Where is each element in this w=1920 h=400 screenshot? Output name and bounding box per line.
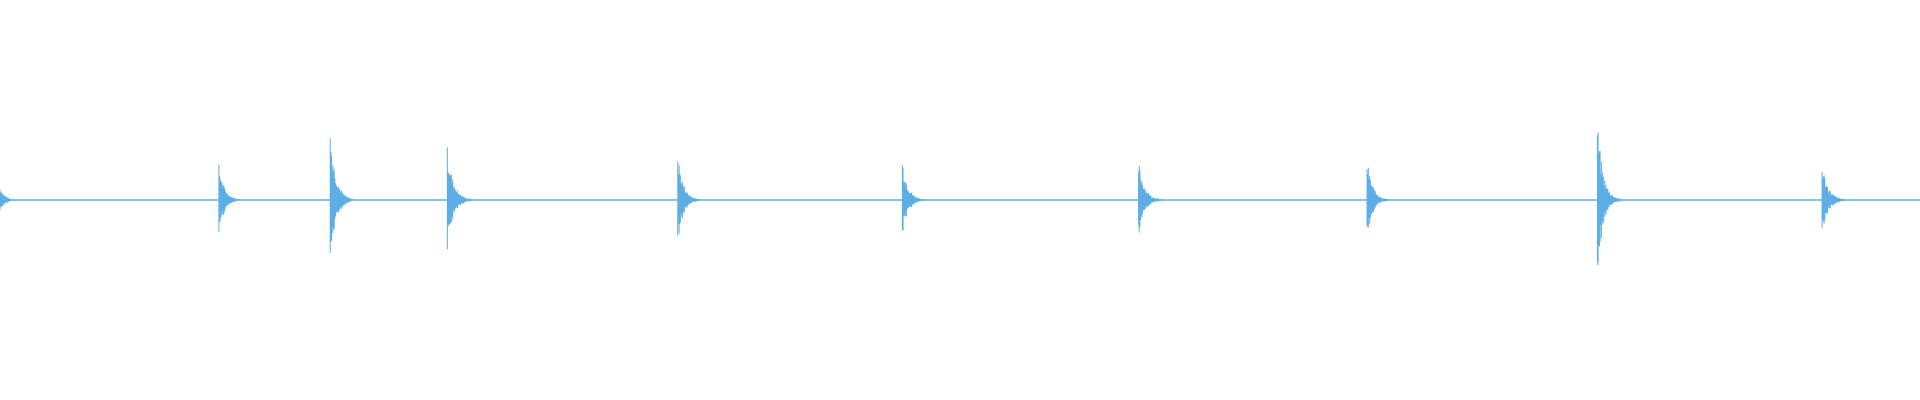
- waveform-transient-3: [329, 138, 354, 254]
- waveform-transient-7: [1138, 165, 1165, 233]
- waveform-transient-5: [677, 161, 702, 236]
- waveform-transient-9: [1596, 132, 1621, 266]
- waveform-transient-1: [0, 189, 20, 211]
- waveform-transient-6: [901, 165, 926, 231]
- waveform-transient-8: [1366, 167, 1391, 228]
- waveform-transient-10: [1821, 171, 1848, 228]
- waveform-transient-4: [446, 146, 473, 250]
- waveform-transient-2: [218, 164, 243, 232]
